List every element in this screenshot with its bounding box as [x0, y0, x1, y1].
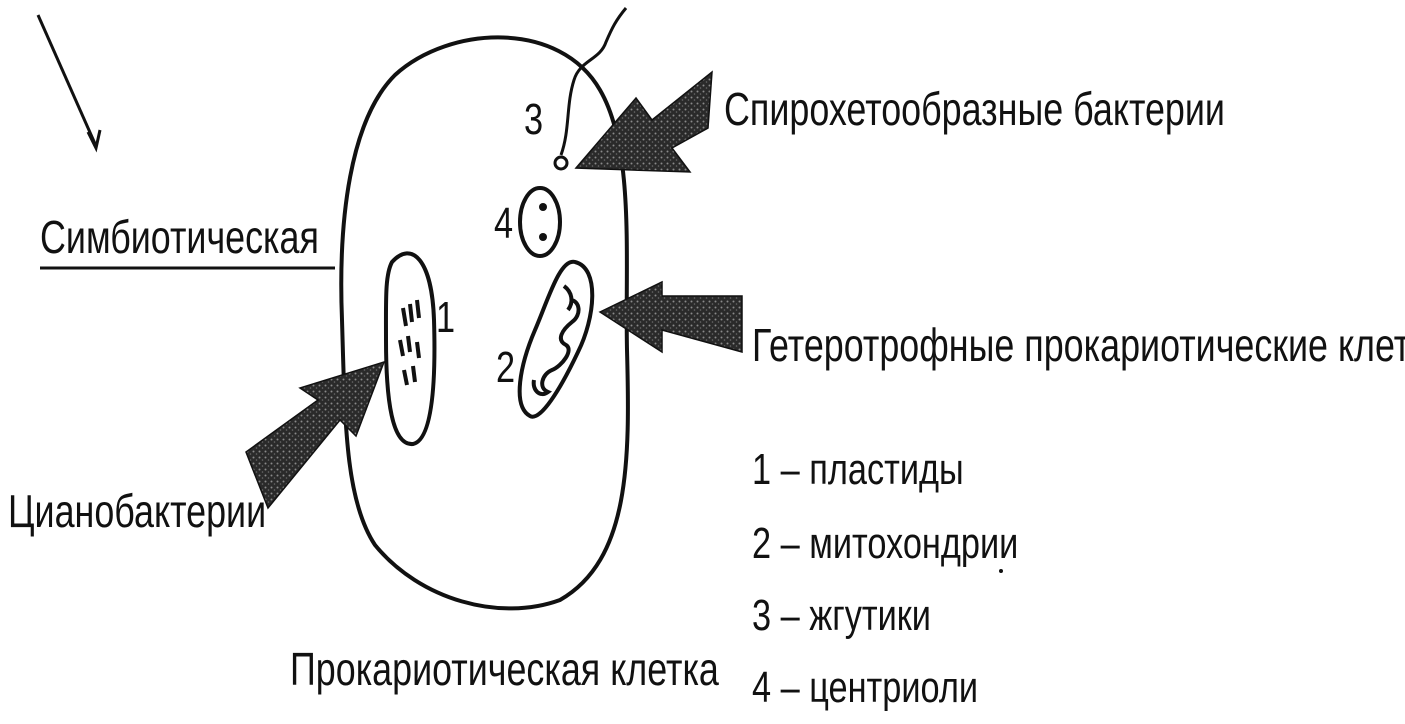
legend-item: 2 – митохондрии	[752, 522, 1018, 566]
legend-item: 3 – жгутики	[752, 594, 931, 638]
pointer-arrow-top-left	[38, 15, 100, 148]
centriole-organelle	[520, 188, 560, 256]
heterotroph-label: Гетеротрофные прокариотические клетки	[752, 322, 1405, 368]
symbiotic-label: Симбиотическая	[40, 214, 319, 260]
stray-dot	[999, 569, 1003, 573]
plastid-organelle	[386, 253, 435, 444]
legend-item: 4 – центриоли	[752, 666, 978, 710]
arrow-heterotroph	[600, 282, 742, 352]
organelle-number-3: 3	[524, 98, 543, 142]
cyanobacteria-label: Цианобактерии	[8, 488, 266, 534]
mitochondrion-organelle	[520, 262, 593, 417]
spirochete-label: Спирохетообразные бактерии	[724, 86, 1225, 132]
legend-item: 1 – пластиды	[752, 448, 964, 492]
organelle-number-4: 4	[494, 202, 513, 246]
arrow-cyanobacteria	[246, 362, 384, 508]
organelle-number-1: 1	[436, 296, 455, 340]
organelle-number-2: 2	[496, 346, 515, 390]
prokaryotic-cell-label: Прокариотическая клетка	[290, 646, 719, 692]
